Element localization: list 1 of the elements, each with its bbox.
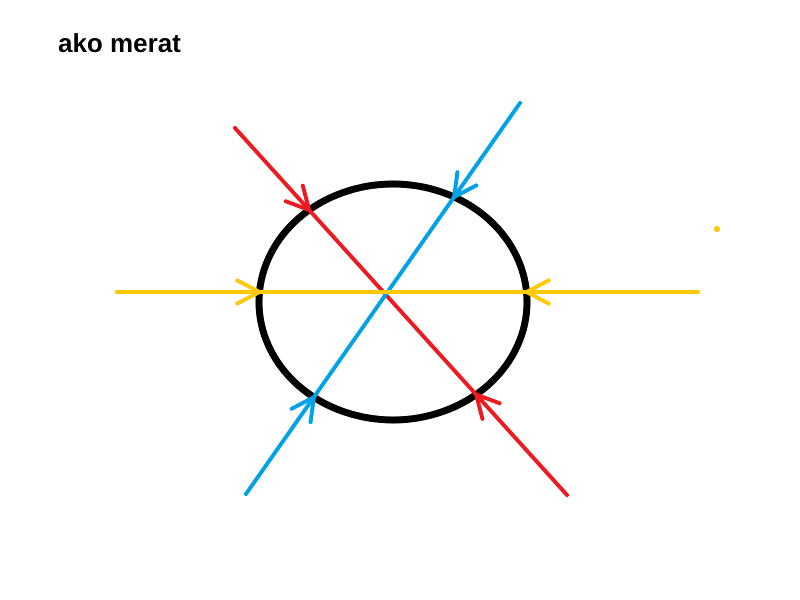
title: ako merat [58, 28, 181, 58]
